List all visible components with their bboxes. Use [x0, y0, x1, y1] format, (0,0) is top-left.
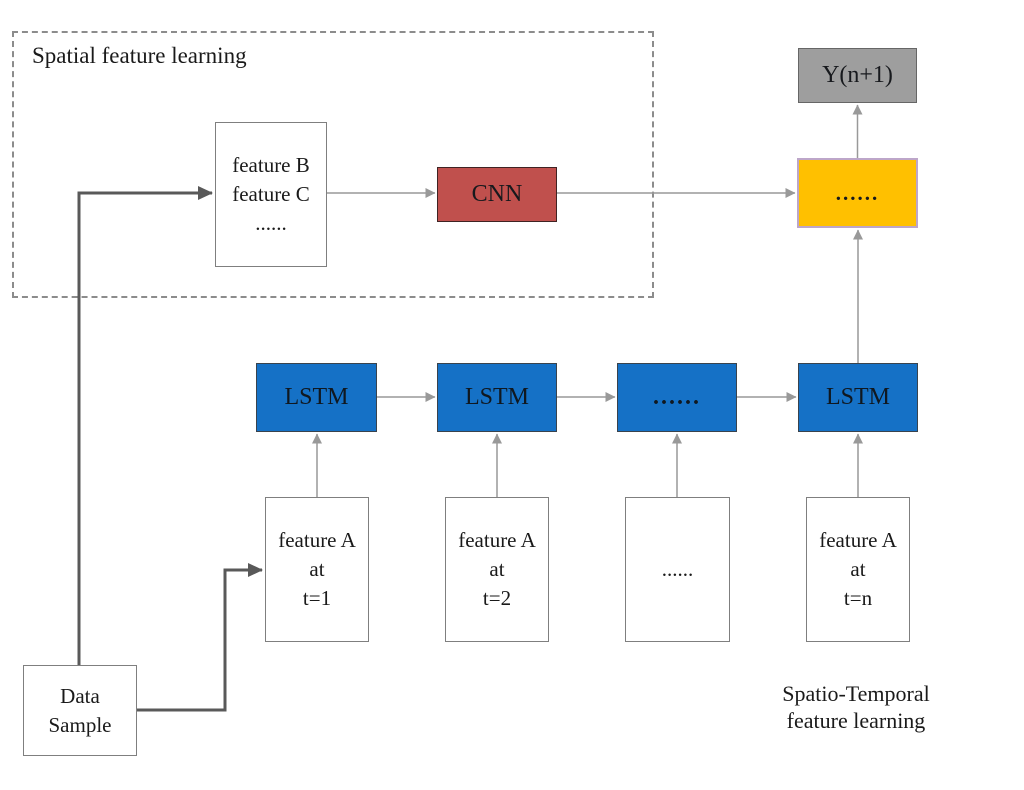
lstm4-node: LSTM: [798, 363, 918, 432]
feature-bc-node: feature B feature C ......: [215, 122, 327, 267]
feature-a-t2-node: feature A at t=2: [445, 497, 549, 642]
spatio-temporal-caption: Spatio-Temporal feature learning: [782, 681, 930, 733]
lstm1-node: LSTM: [256, 363, 377, 432]
merge-node: ......: [797, 158, 918, 228]
arrow-data-sample-to-feature-t1: [137, 563, 263, 712]
feature-a-t1-node: feature A at t=1: [265, 497, 369, 642]
feature-a-tn-node: feature A at t=n: [806, 497, 910, 642]
spatial-region-title: Spatial feature learning: [32, 43, 247, 68]
output-label: Y(n+1): [822, 61, 893, 88]
merge-label: ......: [835, 180, 880, 205]
feature-ellipsis-label: ......: [661, 557, 694, 582]
lstm2-node: LSTM: [437, 363, 557, 432]
lstm-ellipsis-node: ......: [617, 363, 737, 432]
spatial-feature-learning-region: Spatial feature learning: [12, 31, 654, 298]
feature-ellipsis-node: ......: [625, 497, 730, 642]
feature-a-tn-label: feature A at t=n: [819, 528, 897, 610]
output-node: Y(n+1): [798, 48, 917, 103]
lstm2-label: LSTM: [464, 383, 529, 410]
data-sample-label: Data Sample: [48, 683, 112, 737]
lstm4-label: LSTM: [825, 383, 890, 410]
feature-a-t1-label: feature A at t=1: [278, 528, 356, 610]
lstm1-label: LSTM: [284, 383, 349, 410]
feature-a-t2-label: feature A at t=2: [458, 528, 536, 610]
cnn-node: CNN: [437, 167, 557, 222]
lstm-ellipsis-label: ......: [653, 383, 701, 410]
cnn-label: CNN: [471, 180, 523, 207]
feature-bc-label: feature B feature C ......: [232, 153, 310, 235]
data-sample-node: Data Sample: [23, 665, 137, 756]
